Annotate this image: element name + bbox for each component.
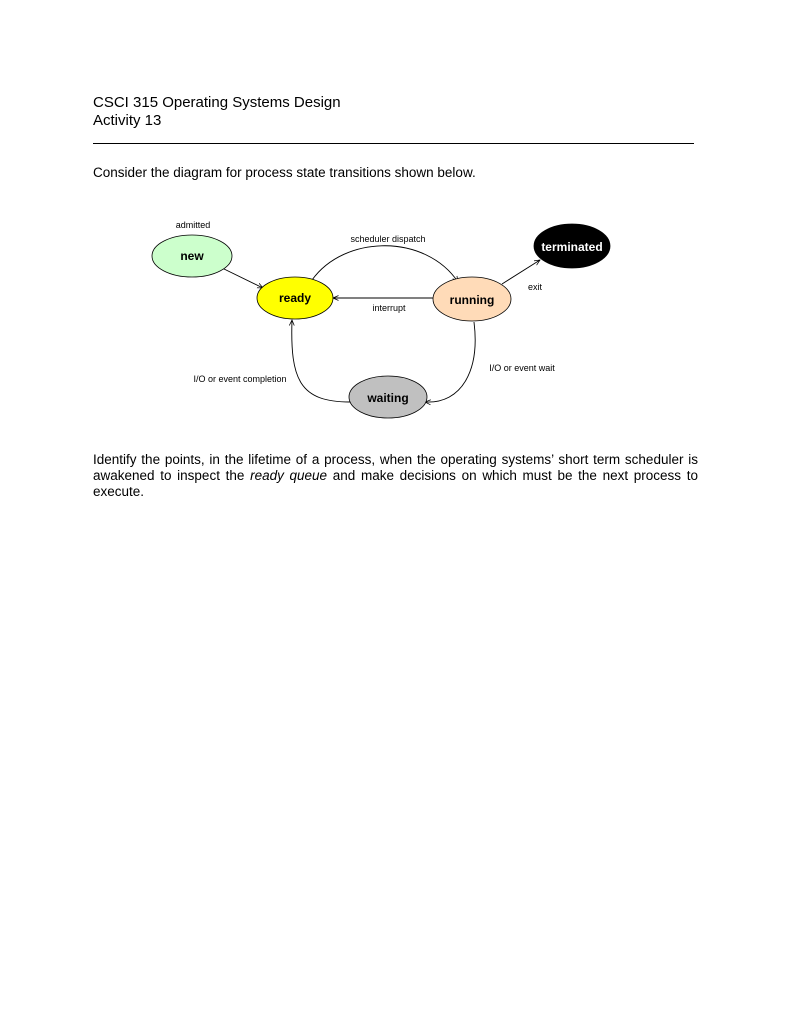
header-divider bbox=[93, 143, 694, 144]
question-part-1: Identify the points, in the lifetime of … bbox=[93, 452, 698, 483]
intro-text: Consider the diagram for process state t… bbox=[93, 165, 476, 180]
state-terminated-label: terminated bbox=[541, 240, 602, 254]
activity-title: Activity 13 bbox=[93, 112, 162, 129]
document-header: CSCI 315 Operating Systems Design Activi… bbox=[93, 94, 341, 130]
course-title: CSCI 315 Operating Systems Design bbox=[93, 94, 341, 111]
io-wait-label: I/O or event wait bbox=[489, 363, 555, 373]
state-running: running bbox=[432, 276, 512, 322]
state-waiting-label: waiting bbox=[366, 391, 408, 405]
state-terminated: terminated bbox=[533, 223, 611, 269]
scheduler-dispatch-arrow bbox=[311, 245, 458, 282]
scheduler-dispatch-label: scheduler dispatch bbox=[350, 234, 425, 244]
io-wait-arrow bbox=[425, 321, 476, 402]
process-state-diagram: new ready running terminated waiting adm… bbox=[151, 220, 611, 419]
exit-arrow bbox=[501, 260, 540, 285]
exit-label: exit bbox=[528, 282, 543, 292]
admitted-label: admitted bbox=[176, 220, 211, 230]
state-ready: ready bbox=[256, 276, 334, 320]
state-waiting: waiting bbox=[348, 375, 428, 419]
state-new-label: new bbox=[180, 249, 204, 263]
question-emphasis: ready queue bbox=[250, 468, 328, 483]
question-part-2: and make decisions on which must be the … bbox=[93, 468, 698, 499]
state-new: new bbox=[151, 234, 233, 278]
interrupt-label: interrupt bbox=[372, 303, 406, 313]
admitted-arrow bbox=[221, 267, 263, 288]
io-completion-arrow bbox=[292, 320, 351, 403]
io-completion-label: I/O or event completion bbox=[193, 374, 286, 384]
question-text: Identify the points, in the lifetime of … bbox=[93, 452, 698, 500]
state-running-label: running bbox=[450, 293, 495, 307]
state-ready-label: ready bbox=[279, 291, 311, 305]
